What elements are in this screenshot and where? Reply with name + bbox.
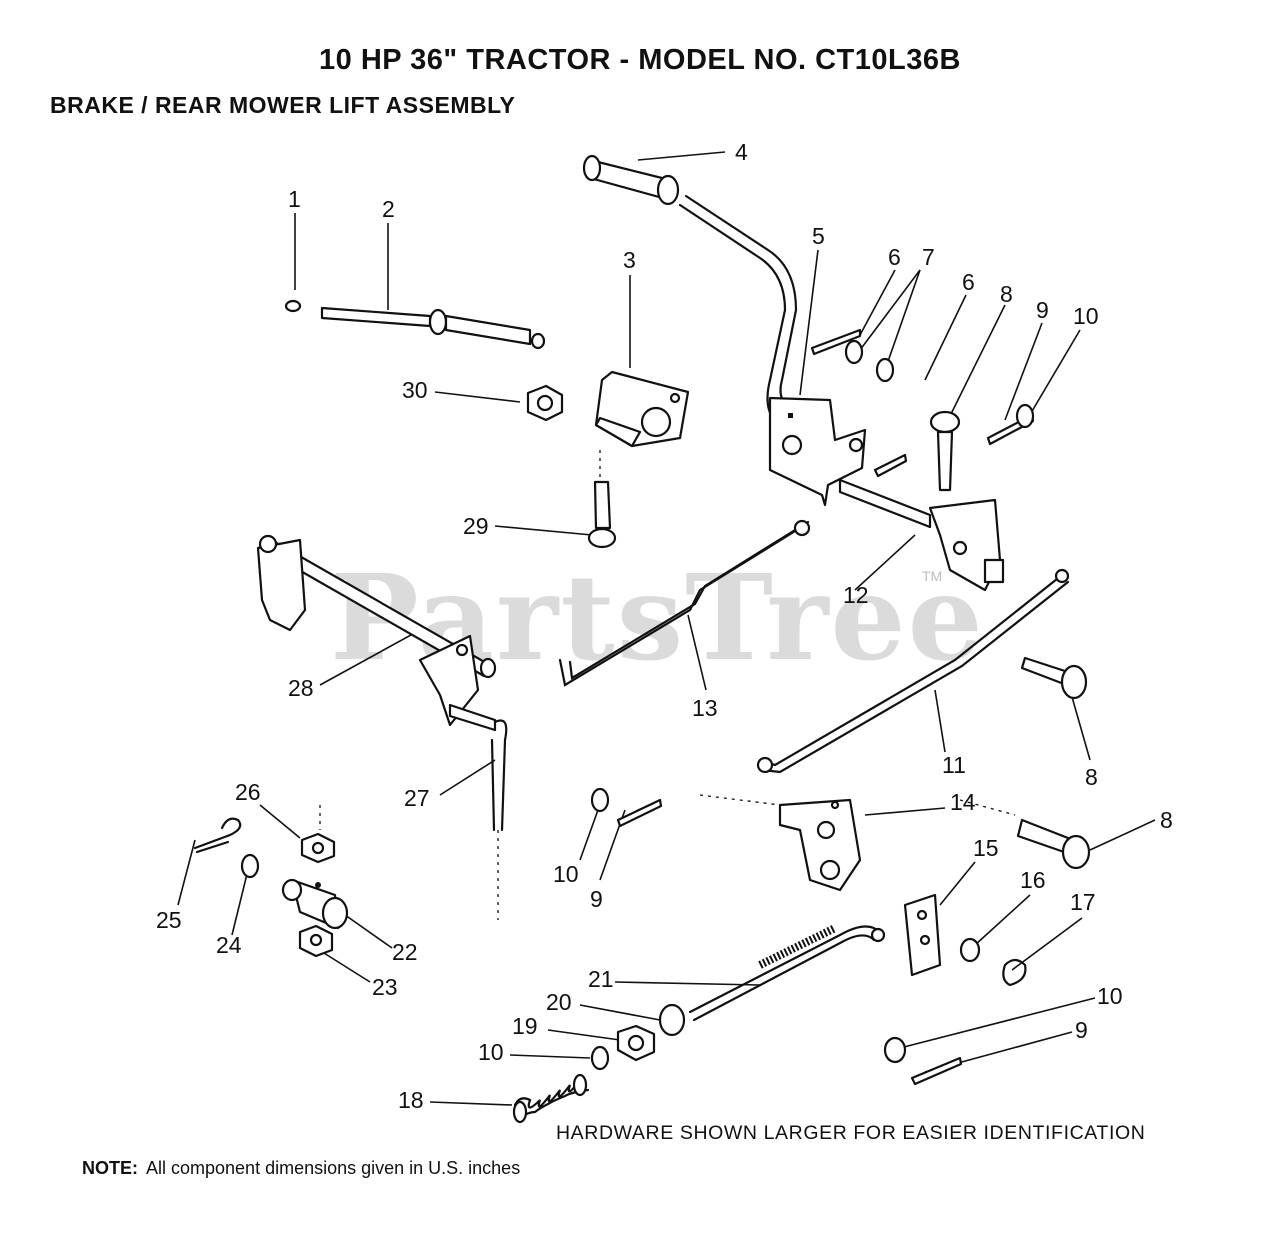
callout-5: 5 [812, 223, 825, 249]
callout-labels: 1 2 3 4 5 6 7 6 8 9 10 30 29 12 13 28 11… [156, 139, 1173, 1113]
part-20-spacer [658, 1003, 686, 1037]
part-19-nut [616, 1024, 656, 1062]
part-8-bolt-bottom [1016, 818, 1091, 870]
part-8-bolt-top [929, 410, 961, 492]
page-title: 10 HP 36" TRACTOR - MODEL NO. CT10L36B [319, 44, 961, 76]
callout-8: 8 [1000, 281, 1013, 307]
part-27-arm [418, 634, 508, 832]
part-18-spring [512, 1073, 590, 1124]
callout-10: 10 [1073, 303, 1099, 329]
part-10-washer-lower-right [883, 1036, 907, 1064]
note-label: NOTE: [82, 1158, 138, 1178]
callout-6b: 6 [962, 269, 975, 295]
callout-17: 17 [1070, 889, 1096, 915]
callout-10c: 10 [1097, 983, 1123, 1009]
part-21-threaded-rod [688, 924, 886, 1022]
part-15-plate [903, 893, 942, 977]
callout-12: 12 [843, 582, 869, 608]
callout-23: 23 [372, 974, 398, 1000]
part-10-washer-middle [590, 787, 610, 813]
callout-24: 24 [216, 932, 242, 958]
alignment-lines [319, 450, 1016, 920]
part-12-shaft [838, 478, 1005, 592]
part-10-washer-top [1015, 403, 1035, 429]
part-30-nut [526, 384, 564, 422]
callout-15: 15 [973, 835, 999, 861]
callout-21: 21 [588, 966, 614, 992]
callout-16: 16 [1020, 867, 1046, 893]
part-7-washers [844, 339, 895, 383]
hardware-caption: HARDWARE SHOWN LARGER FOR EASIER IDENTIF… [556, 1122, 1146, 1144]
callout-8b: 8 [1085, 764, 1098, 790]
part-2-rod [320, 306, 546, 350]
lift-handle [678, 194, 802, 432]
part-3-bracket [594, 370, 690, 448]
part-13-rod [558, 519, 811, 687]
part-22-swivel [281, 878, 349, 930]
callout-9b: 9 [590, 886, 603, 912]
leader-lines [177, 151, 1156, 1106]
callout-1: 1 [288, 186, 301, 212]
callout-9c: 9 [1075, 1017, 1088, 1043]
callout-14: 14 [950, 789, 976, 815]
part-28-shaft [256, 534, 497, 679]
trademark-mark: TM [922, 568, 943, 584]
dimension-note: NOTE: All component dimensions given in U… [82, 1158, 520, 1179]
callout-6: 6 [888, 244, 901, 270]
callout-13: 13 [692, 695, 718, 721]
callout-18: 18 [398, 1087, 424, 1113]
part-25-clip [193, 817, 242, 854]
part-1-pin [284, 299, 302, 313]
callout-28: 28 [288, 675, 314, 701]
callout-10b: 10 [553, 861, 579, 887]
callout-7: 7 [922, 244, 935, 270]
part-6-cotter-pin-b [873, 453, 908, 478]
callout-30: 30 [402, 377, 428, 403]
callout-20: 20 [546, 989, 572, 1015]
callout-4: 4 [735, 139, 748, 165]
callout-25: 25 [156, 907, 182, 933]
part-16-washer [959, 937, 981, 963]
part-29-bolt [587, 480, 617, 549]
callout-29: 29 [463, 513, 489, 539]
assembly-subtitle: BRAKE / REAR MOWER LIFT ASSEMBLY [50, 92, 516, 118]
part-11-rod [756, 568, 1070, 774]
part-9-cotter-pin-middle [616, 798, 663, 828]
part-24-washer [240, 853, 260, 879]
part-5-mount-bracket [768, 396, 867, 507]
callout-27: 27 [404, 785, 430, 811]
callout-19: 19 [512, 1013, 538, 1039]
note-text: All component dimensions given in U.S. i… [146, 1158, 521, 1178]
callout-10d: 10 [478, 1039, 504, 1065]
part-4-grip [582, 154, 680, 206]
part-6-cotter-pin [810, 328, 862, 356]
callout-26: 26 [235, 779, 261, 805]
callout-22: 22 [392, 939, 418, 965]
callout-9: 9 [1036, 297, 1049, 323]
part-23-nut [298, 924, 334, 958]
callout-11: 11 [942, 752, 966, 778]
callout-8c: 8 [1160, 807, 1173, 833]
part-17-clip [1002, 958, 1027, 987]
callout-3: 3 [623, 247, 636, 273]
part-8-bolt-middle [1020, 656, 1088, 700]
part-10-washer-lower-left [590, 1045, 610, 1071]
part-14-bracket [778, 798, 862, 892]
part-9-cotter-pin-lower [910, 1056, 963, 1086]
callout-2: 2 [382, 196, 395, 222]
part-26-nut [300, 832, 336, 864]
